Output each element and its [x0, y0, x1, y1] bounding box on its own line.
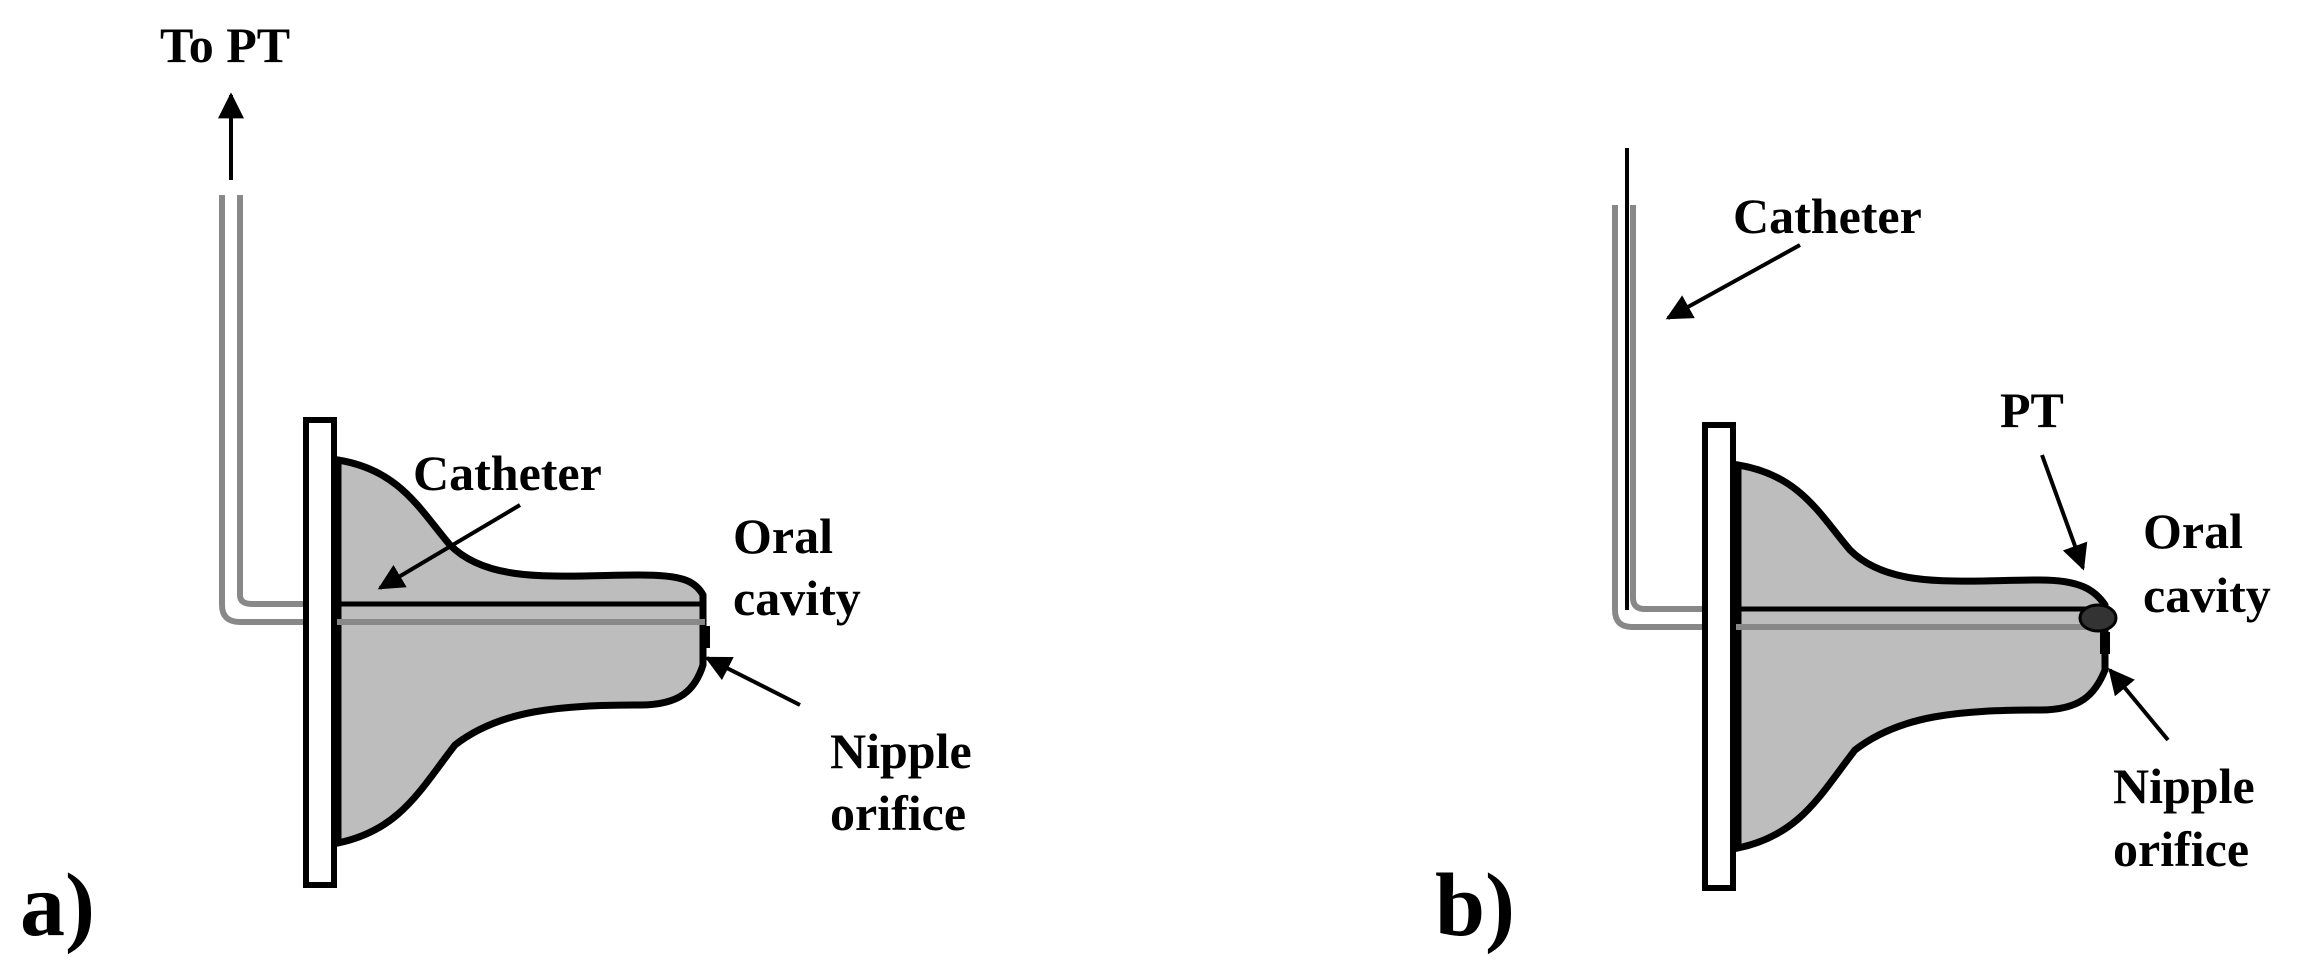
nipple-orifice-arrow-b: [2108, 667, 2170, 742]
nipple-orifice-label-line1: Nipple: [830, 723, 972, 779]
nipple-orifice-b: [2100, 632, 2110, 654]
panel-b-label: b): [1435, 856, 1515, 955]
nipple-orifice-arrow: [704, 656, 801, 707]
pt-label: PT: [2000, 382, 2064, 438]
catheter-tube-inner-b: [1630, 205, 2100, 612]
to-pt-label: To PT: [160, 17, 290, 73]
oral-cavity-label-line2: cavity: [733, 570, 861, 626]
catheter-arrow: [377, 503, 522, 590]
pt-arrow: [2040, 454, 2088, 571]
panel-b: Catheter PT Oral cavity Nipple orifice b…: [1435, 148, 2271, 955]
panel-a-label: a): [20, 856, 95, 955]
oral-cavity-label-line1-b: Oral: [2143, 503, 2243, 559]
oral-cavity-label-line1: Oral: [733, 508, 833, 564]
nipple-flange: [303, 417, 337, 888]
oral-cavity-label-line2-b: cavity: [2143, 567, 2271, 623]
catheter-arrow-b: [1665, 243, 1801, 320]
nipple-flange-b: [1702, 422, 1736, 891]
catheter-label: Catheter: [413, 445, 602, 501]
catheter-tube-outer-b: [1612, 205, 2100, 630]
nipple-body: [334, 455, 707, 848]
catheter-label-b: Catheter: [1733, 188, 1922, 244]
nipple-orifice-label-line2: orifice: [830, 785, 966, 841]
nipple-body-b: [1734, 460, 2109, 853]
catheter-tube-inner: [237, 195, 705, 607]
nipple-orifice: [700, 626, 710, 648]
catheter-tube-outer: [219, 195, 705, 625]
panel-a: To PT Catheter Oral cavity Nipple orific…: [20, 17, 972, 955]
pt-sensor: [2078, 603, 2118, 633]
nipple-orifice-label-line1-b: Nipple: [2113, 758, 2255, 814]
nipple-orifice-label-line2-b: orifice: [2113, 821, 2249, 877]
